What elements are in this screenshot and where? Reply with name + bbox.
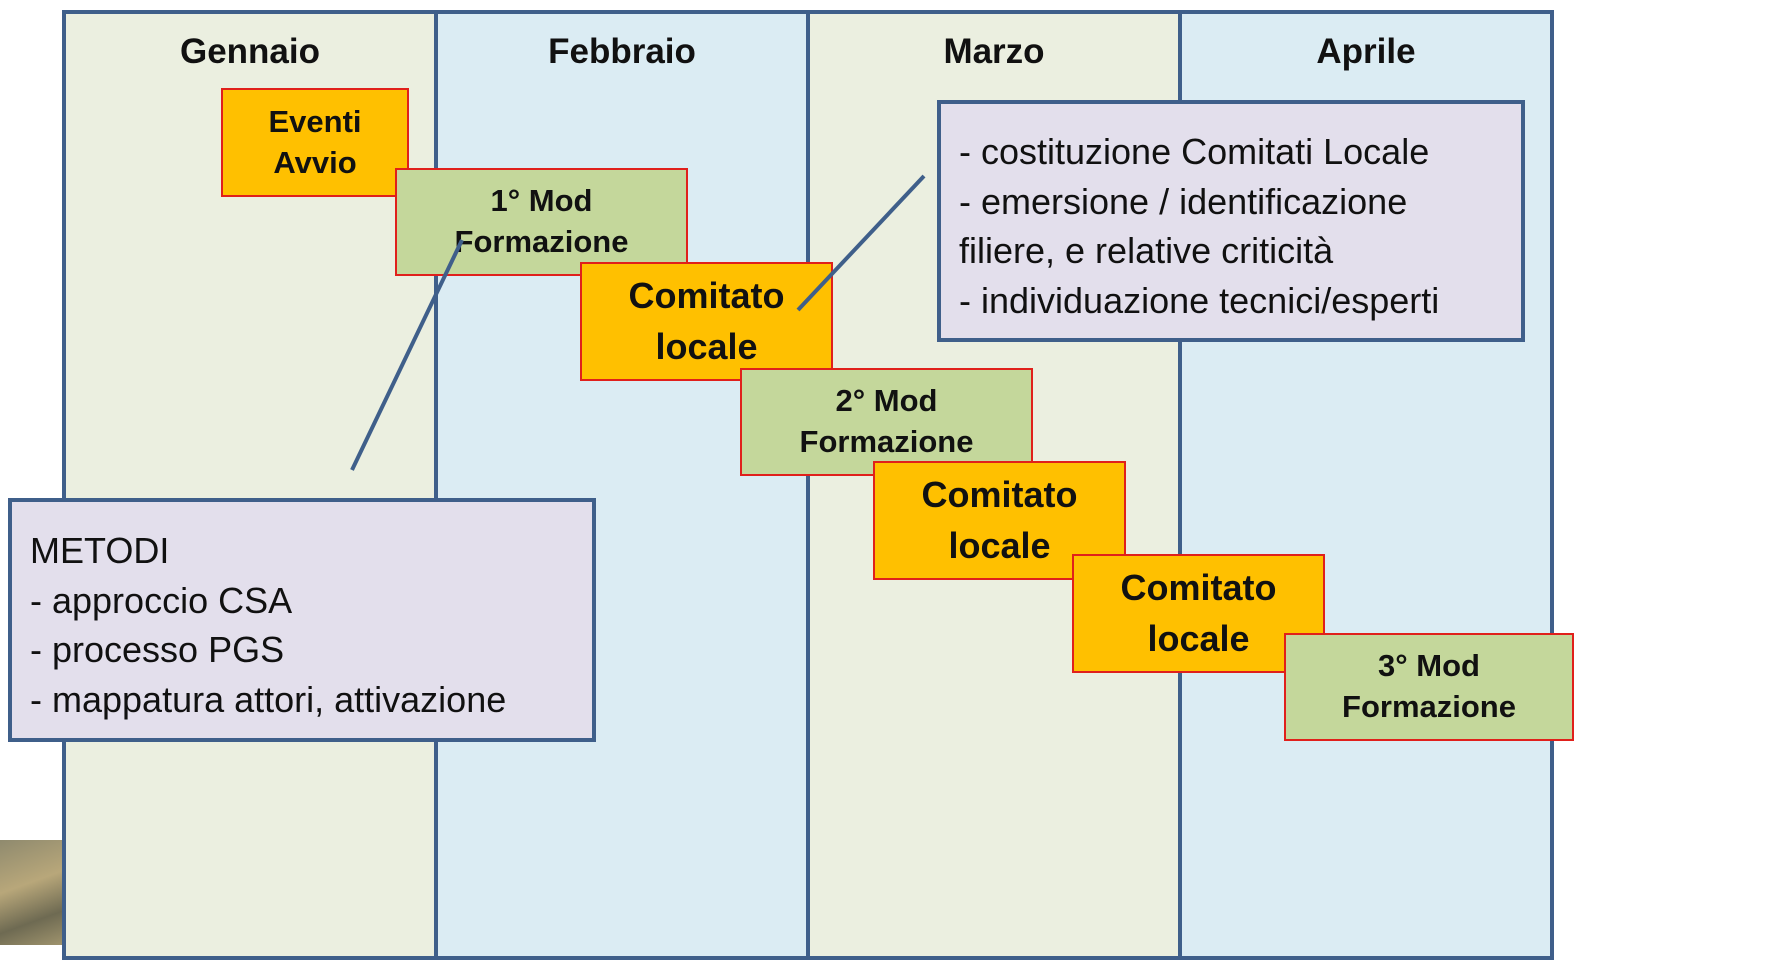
note-metodi: METODI - approccio CSA - processo PGS - … (8, 498, 596, 742)
step-label-line2: locale (948, 524, 1051, 566)
step-label-line2: locale (1147, 617, 1250, 659)
step-comitato-locale-3: Comitato locale (1072, 554, 1325, 673)
note-line: - processo PGS (30, 629, 285, 671)
step-label-line1: Comitato (628, 275, 785, 317)
note-line: - individuazione tecnici/esperti (959, 280, 1440, 322)
step-label-line2: Formazione (1342, 689, 1516, 724)
step-label-line1: Comitato (921, 474, 1078, 516)
month-title-aprile: Aprile (1316, 32, 1416, 71)
step-label-line1: 1° Mod (490, 183, 593, 219)
note-line: filiere, e relative criticità (959, 230, 1334, 272)
step-label-line2: Formazione (799, 424, 974, 459)
step-label-line1: 2° Mod (835, 383, 938, 419)
note-line: - approccio CSA (30, 579, 293, 621)
note-line: METODI (30, 530, 170, 571)
step-label-line1: Comitato (1120, 567, 1277, 609)
column-febbraio: Febbraio (434, 10, 810, 960)
step-comitato-locale-2: Comitato locale (873, 461, 1126, 580)
step-label-line2: Formazione (454, 224, 629, 259)
step-label-line2: locale (655, 325, 758, 367)
month-title-marzo: Marzo (943, 32, 1045, 71)
step-comitato-locale-1: Comitato locale (580, 262, 833, 381)
step-label-line2: Avvio (273, 144, 357, 180)
note-comitato-tasks: - costituzione Comitati Locale - emersio… (937, 100, 1525, 342)
step-label-line1: 3° Mod (1378, 648, 1480, 684)
step-label-line1: Eventi (268, 103, 362, 139)
note-line: - costituzione Comitati Locale (959, 131, 1430, 172)
month-title-febbraio: Febbraio (548, 32, 696, 71)
month-title-gennaio: Gennaio (179, 32, 321, 71)
note-line: - mappatura attori, attivazione (30, 679, 507, 721)
note-line: - emersione / identificazione (959, 180, 1408, 222)
